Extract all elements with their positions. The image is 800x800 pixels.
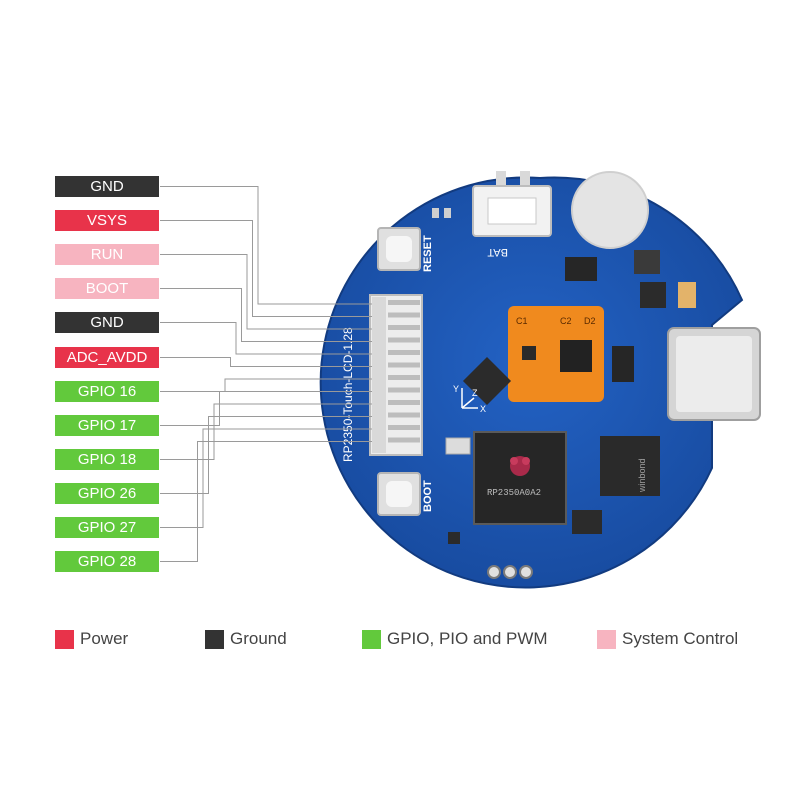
component	[432, 208, 439, 218]
small-chip	[462, 356, 512, 406]
cap-c2-silk: C2	[560, 316, 572, 326]
reset-button	[377, 227, 421, 271]
component	[678, 282, 696, 308]
component	[448, 532, 460, 544]
usb-c-port	[667, 327, 761, 421]
board-name-silk: RP2350-Touch-LCD-1.28	[341, 327, 355, 462]
pin-label: GPIO 28	[55, 551, 159, 572]
axis-z: Z	[472, 388, 478, 398]
fpc-pin	[388, 325, 420, 330]
leader-line	[160, 428, 372, 528]
boot-button	[377, 472, 421, 516]
component	[612, 346, 634, 382]
legend-item-power: Power	[55, 628, 128, 650]
fpc-pin	[388, 425, 420, 430]
cap-d2-silk: D2	[584, 316, 596, 326]
pin-label: BOOT	[55, 278, 159, 299]
fpc-pin	[388, 437, 420, 443]
axis-y: Y	[453, 384, 459, 394]
leader-line	[160, 391, 372, 426]
fpc-pin	[388, 312, 420, 318]
pin-label: GND	[55, 312, 159, 333]
leader-line	[160, 322, 372, 355]
leader-line	[160, 254, 372, 330]
fpc-pin	[388, 337, 420, 343]
pin-label: GPIO 27	[55, 517, 159, 538]
coin-cell	[571, 171, 649, 249]
legend-label: Power	[80, 629, 129, 648]
fpc-pins	[388, 300, 420, 443]
component	[634, 250, 660, 274]
legend-swatch-ground	[205, 629, 224, 649]
pin-label: GND	[55, 176, 159, 197]
axis-x: X	[480, 404, 486, 414]
legend-item-gpio: GPIO, PIO and PWM	[362, 628, 548, 650]
pin-label: GPIO 18	[55, 449, 159, 470]
leader-lines	[160, 186, 372, 562]
fpc-pin	[388, 362, 420, 368]
legend-swatch-power	[55, 629, 74, 649]
leader-line	[160, 288, 372, 342]
leader-line	[160, 357, 372, 367]
crystal	[445, 437, 471, 455]
bat-silk: BAT	[487, 246, 508, 258]
fpc-pin	[388, 400, 420, 405]
imu-module	[508, 306, 604, 402]
flash-chip	[600, 436, 660, 496]
mcu-chip	[473, 431, 567, 525]
test-pad	[503, 565, 517, 579]
component	[572, 510, 602, 534]
leader-line	[160, 378, 372, 392]
pin-label: GPIO 16	[55, 381, 159, 402]
battery-connector	[472, 171, 552, 237]
leader-line	[160, 416, 372, 494]
fpc-pin	[388, 412, 420, 418]
pin-label: ADC_AVDD	[55, 347, 159, 368]
cap-c1-silk: C1	[516, 316, 528, 326]
leader-line	[160, 441, 372, 562]
reset-silk: RESET	[422, 235, 434, 272]
axis-indicator	[461, 388, 478, 409]
component	[640, 282, 666, 308]
fpc-pin	[388, 350, 420, 355]
pin-label: VSYS	[55, 210, 159, 231]
flash-text: winbond	[637, 458, 647, 493]
leader-line	[160, 220, 372, 317]
boot-silk: BOOT	[422, 480, 434, 512]
fpc-pin	[388, 300, 420, 305]
test-pad	[519, 565, 533, 579]
legend-label: Ground	[230, 629, 287, 648]
legend-swatch-system	[597, 629, 616, 649]
test-pad	[487, 565, 501, 579]
chip-text: RP2350A0A2	[487, 488, 541, 498]
legend-item-system: System Control	[597, 628, 738, 650]
pin-label: RUN	[55, 244, 159, 265]
leader-line	[160, 403, 372, 460]
legend-swatch-gpio	[362, 629, 381, 649]
legend-item-ground: Ground	[205, 628, 287, 650]
component	[444, 208, 451, 218]
legend-label: GPIO, PIO and PWM	[387, 629, 548, 648]
pin-label: GPIO 17	[55, 415, 159, 436]
component	[565, 257, 597, 281]
legend-label: System Control	[622, 629, 739, 648]
leader-line	[160, 186, 372, 305]
fpc-pin	[388, 387, 420, 393]
fpc-pin	[388, 375, 420, 380]
pin-label: GPIO 26	[55, 483, 159, 504]
